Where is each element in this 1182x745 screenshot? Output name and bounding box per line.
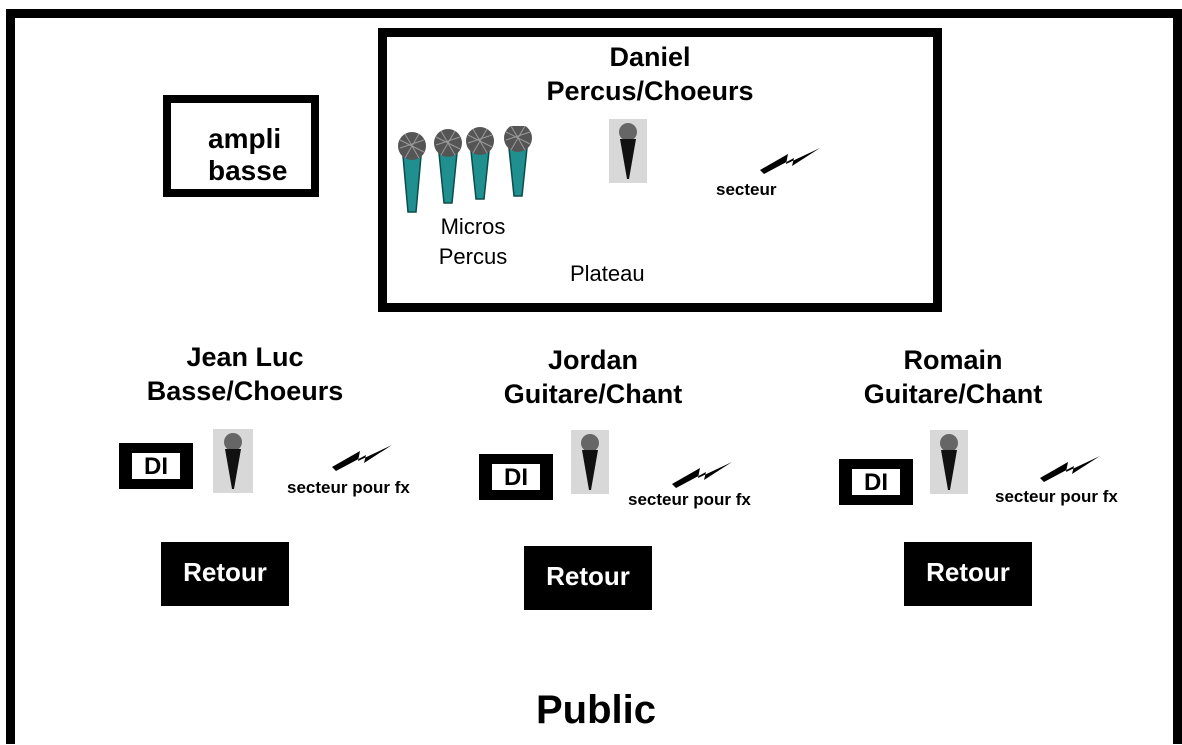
power-lightning-icon [1040,456,1100,482]
stage-frame [6,9,1182,744]
stand-mic-icon [213,429,253,493]
musician-3-monitor: Retour [904,542,1032,606]
handheld-mic-icon [434,129,462,204]
musician-2-di-label: DI [504,464,528,491]
percussion-mics-label-line2: Percus [438,244,508,269]
stand-mic-icon [930,430,968,494]
musician-1-di-box: DI [119,443,193,489]
musician-1-name-label: Jean Luc Basse/Choeurs [110,340,380,408]
musician-2-name-label: Jordan Guitare/Chant [458,343,728,411]
percussion-mics-group [398,126,532,213]
percussion-mics-label-line1: Micros [440,214,506,239]
plateau-label: Plateau [570,261,645,286]
musician-2-name: Jordan [547,345,639,375]
stand-mic-icon [571,430,609,494]
musician-1-role: Basse/Choeurs [146,376,344,406]
stand-mic-icon [609,119,647,183]
bass-amp-label: ampli basse [171,123,311,187]
power-lightning-icon [672,462,732,488]
power-lightning-icon [332,445,392,471]
musician-2-di-box: DI [479,454,553,500]
power-lightning-icon [760,148,820,174]
musician-3-di-box: DI [839,459,913,505]
handheld-mic-icon [398,132,426,213]
musician-3-role: Guitare/Chant [863,379,1043,409]
musician-2-monitor: Retour [524,546,652,610]
musician-3-di-label: DI [864,469,888,496]
musician-2-role: Guitare/Chant [503,379,683,409]
musician-1-name: Jean Luc [186,342,304,372]
percussion-mics-label: Micros Percus [418,212,528,272]
musician-1-di-label: DI [144,453,168,480]
drummer-power-label: secteur [716,180,777,199]
musician-2-power-label: secteur pour fx [628,490,751,509]
handheld-mic-icon [504,126,532,197]
bass-amp-label-line2: basse [208,155,288,186]
musician-1-monitor: Retour [161,542,289,606]
bass-amp-label-line1: ampli [208,123,282,154]
drummer-name-label: Daniel Percus/Choeurs [470,40,830,108]
audience-label: Public [535,688,657,732]
drummer-name: Daniel [609,42,691,72]
musician-3-name: Romain [903,345,1003,375]
musician-3-power-label: secteur pour fx [995,487,1118,506]
bass-amp-box: ampli basse [163,95,319,197]
musician-3-name-label: Romain Guitare/Chant [818,343,1088,411]
drummer-role: Percus/Choeurs [546,76,754,106]
drum-riser-box [378,28,942,312]
musician-1-power-label: secteur pour fx [287,478,410,497]
handheld-mic-icon [466,127,494,200]
